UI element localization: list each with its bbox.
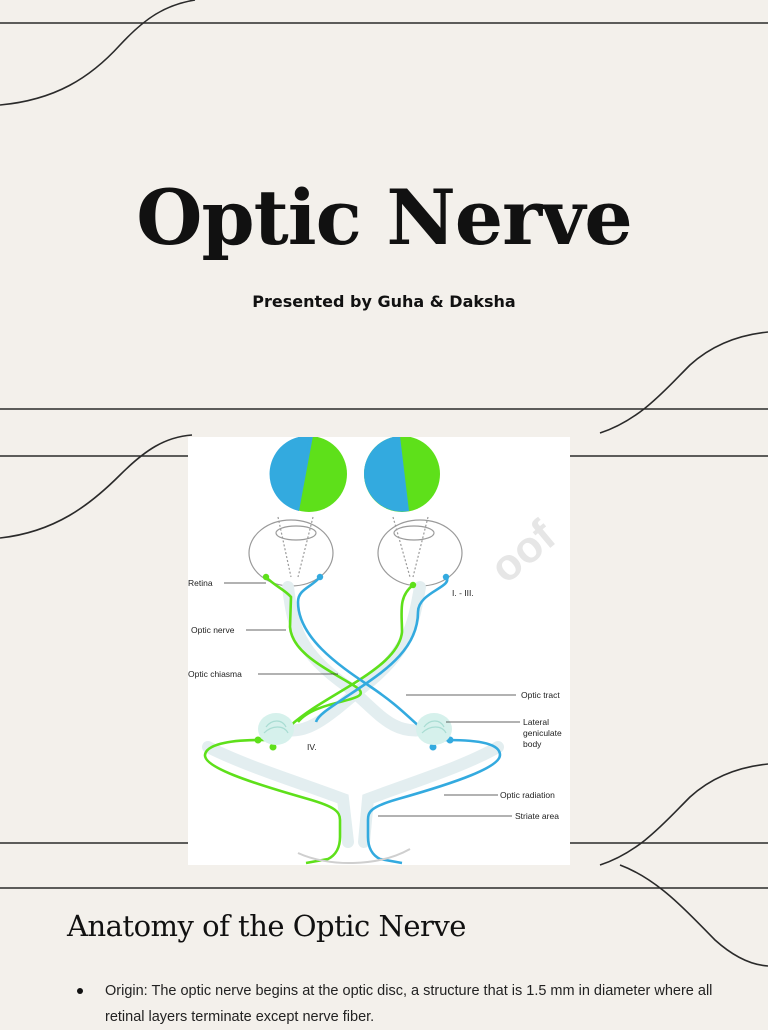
label-layers-marker: I. - III.: [452, 588, 474, 598]
label-optic-chiasma: Optic chiasma: [188, 669, 242, 679]
label-lateral-geniculate-line2: geniculate: [523, 728, 562, 738]
label-lateral-geniculate-line3: body: [523, 739, 542, 749]
decorative-curve: [0, 0, 196, 106]
bullet-list: Origin: The optic nerve begins at the op…: [77, 978, 715, 1030]
decorative-curve: [599, 331, 768, 434]
right-visual-field: [363, 437, 440, 512]
label-optic-nerve: Optic nerve: [191, 625, 235, 635]
label-optic-radiation: Optic radiation: [500, 790, 555, 800]
decorative-curve: [0, 434, 193, 539]
watermark-text: oof: [481, 511, 565, 593]
slide-subtitle: Presented by Guha & Daksha: [252, 292, 516, 311]
label-striate-area: Striate area: [515, 811, 559, 821]
visual-pathway-diagram: oof: [188, 437, 570, 865]
label-layer-iv-marker: IV.: [307, 742, 317, 752]
left-visual-field: [269, 437, 347, 512]
left-lateral-geniculate-body: [258, 713, 294, 745]
bullet-dot-icon: [77, 988, 83, 994]
visual-pathway-illustration: oof: [188, 437, 565, 865]
striate-cortex-arc: [297, 848, 411, 865]
list-item-text: Origin: The optic nerve begins at the op…: [105, 983, 713, 1025]
section-heading: Anatomy of the Optic Nerve: [67, 909, 466, 943]
label-optic-tract: Optic tract: [521, 690, 560, 700]
decorative-curve: [599, 763, 768, 866]
list-item: Origin: The optic nerve begins at the op…: [77, 978, 715, 1030]
blue-pathway: [296, 576, 502, 865]
right-eyeball: [377, 516, 463, 587]
decorative-curve: [619, 864, 768, 967]
right-lateral-geniculate-body: [416, 713, 452, 745]
label-leader-lines: [224, 582, 520, 817]
slide-title: Optic Nerve: [136, 173, 632, 262]
label-lateral-geniculate-line1: Lateral: [523, 717, 549, 727]
pathway-halo: [202, 581, 504, 848]
label-retina: Retina: [188, 578, 213, 588]
